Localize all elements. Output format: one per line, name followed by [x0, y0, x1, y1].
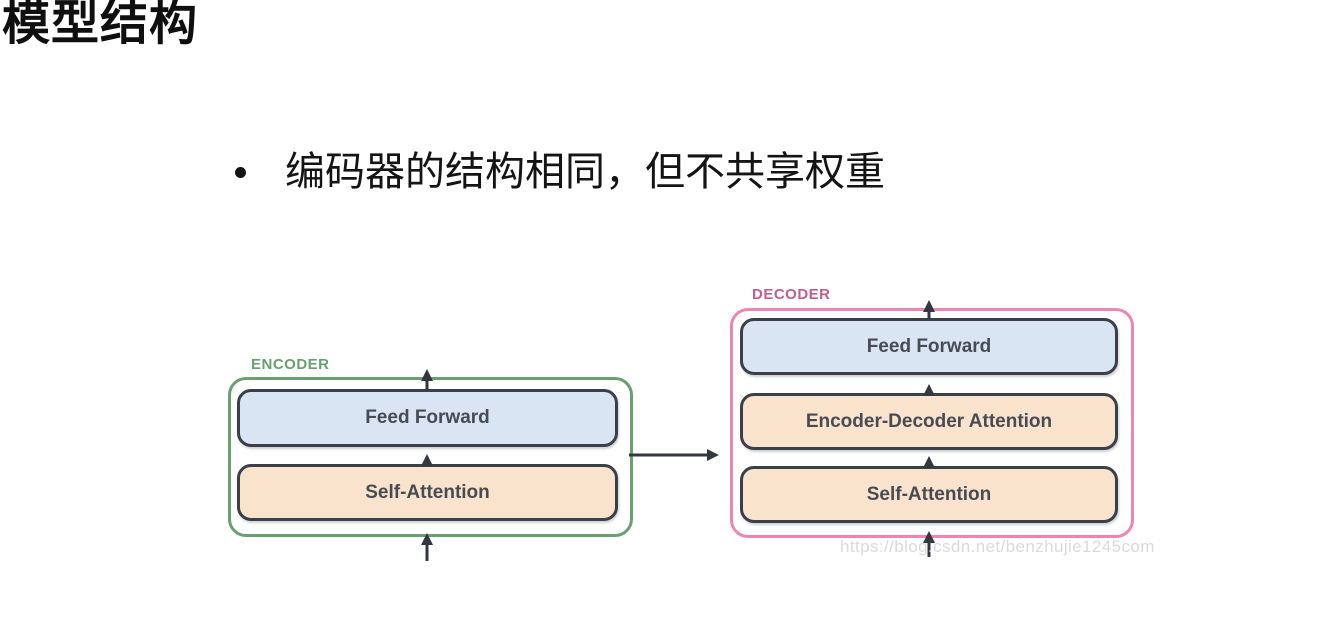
bullet-dot [235, 167, 246, 178]
decoder-feed-forward-box: Feed Forward [740, 318, 1118, 375]
encoder-self-attention-box: Self-Attention [237, 464, 618, 521]
bullet-text: 编码器的结构相同，但不共享权重 [285, 149, 885, 194]
watermark: https://blog.csdn.net/benzhujie1245com [840, 537, 1155, 556]
bullet-item: 编码器的结构相同，但不共享权重 [235, 146, 885, 198]
decoder-feed-forward-label: Feed Forward [866, 335, 992, 357]
decoder-encoder-decoder-attention-box: Encoder-Decoder Attention [740, 393, 1118, 450]
encoder-feed-forward-box: Feed Forward [237, 389, 618, 447]
decoder-self-attention-label: Self-Attention [866, 483, 992, 505]
encoder-label: ENCODER [251, 356, 330, 373]
decoder-encoder-decoder-attention-label: Encoder-Decoder Attention [805, 410, 1053, 432]
decoder-self-attention-box: Self-Attention [740, 466, 1118, 523]
decoder-label: DECODER [752, 286, 831, 303]
encoder-feed-forward-label: Feed Forward [365, 407, 490, 428]
encoder-self-attention-label: Self-Attention [365, 481, 490, 503]
page-title: 模型结构 [2, 0, 199, 50]
